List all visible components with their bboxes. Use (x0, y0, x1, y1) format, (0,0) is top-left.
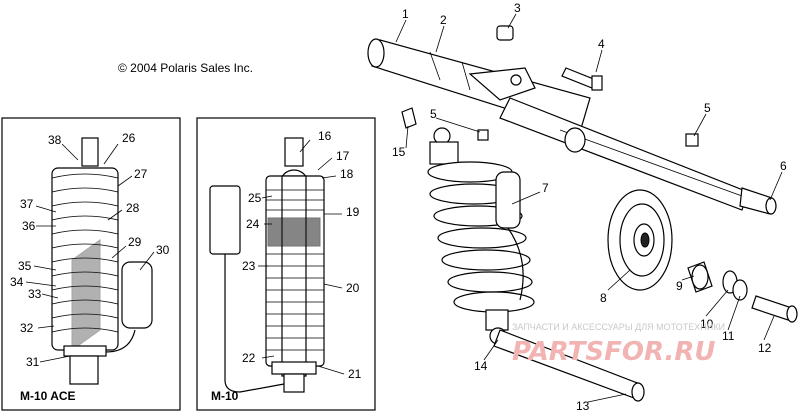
callout-13: 13 (576, 399, 590, 413)
callout-15: 15 (392, 145, 406, 159)
copyright-text: © 2004 Polaris Sales Inc. (118, 61, 253, 75)
nut-3 (496, 25, 514, 41)
upper-arm (367, 38, 777, 215)
panel-m10-frame (196, 117, 376, 411)
callout-25: 25 (248, 191, 262, 205)
panel-m10-ace-title: M-10 ACE (20, 389, 76, 403)
wheel-hardware (687, 261, 798, 323)
callout-6: 6 (780, 159, 787, 173)
callout-1: 1 (402, 7, 409, 21)
callout-9: 9 (676, 279, 683, 293)
callout-36: 36 (22, 219, 36, 233)
m10-shock-drawing (209, 137, 325, 393)
callout-5b: 5 (704, 101, 711, 115)
callout-38: 38 (48, 133, 62, 147)
callout-37: 37 (20, 197, 34, 211)
callout-22: 22 (242, 351, 256, 365)
panel-m10-ace: M-10 ACE (1, 117, 181, 411)
callout-18: 18 (340, 167, 354, 181)
watermark-text: ЗАПЧАСТИ И АКСЕССУАРЫ ДЛЯ МОТОТЕХНИКИ (512, 322, 725, 332)
callout-35: 35 (18, 259, 32, 273)
callout-14: 14 (474, 359, 488, 373)
panel-m10: M-10 (196, 117, 376, 411)
callout-30: 30 (156, 243, 170, 257)
callout-26: 26 (122, 131, 136, 145)
callout-11: 11 (722, 329, 735, 343)
callout-2: 2 (440, 13, 447, 27)
bolt-4 (561, 67, 597, 89)
callout-32: 32 (20, 321, 34, 335)
idler-wheel (607, 189, 673, 291)
callout-33: 33 (28, 287, 42, 301)
callout-21: 21 (348, 367, 362, 381)
bushing-15 (401, 107, 417, 129)
callout-5a: 5 (430, 107, 437, 121)
nut-5a (477, 129, 489, 141)
callout-8: 8 (600, 291, 607, 305)
callout-23: 23 (242, 259, 256, 273)
main-shock (427, 127, 535, 345)
rear-arm-assembly (367, 13, 798, 403)
callout-7: 7 (542, 181, 549, 195)
leader-lines (395, 13, 783, 403)
lower-arm (493, 329, 645, 402)
callout-4: 4 (598, 37, 605, 51)
panel-m10-ace-frame (1, 117, 181, 411)
callout-labels: 1 2 3 4 5 5 6 7 8 9 10 11 12 13 14 15 16… (10, 1, 787, 413)
panel-m10-title: M-10 (211, 389, 239, 403)
watermark: ЗАПЧАСТИ И АКСЕССУАРЫ ДЛЯ МОТОТЕХНИКИ PA… (512, 322, 725, 367)
ace-shock-drawing (51, 137, 153, 385)
callout-16: 16 (318, 129, 332, 143)
callout-27: 27 (134, 167, 148, 181)
callout-24: 24 (246, 217, 260, 231)
callout-29: 29 (128, 235, 142, 249)
callout-3: 3 (514, 1, 521, 15)
callout-12: 12 (758, 341, 772, 355)
callout-10: 10 (700, 317, 714, 331)
nut-5b (685, 133, 699, 147)
panel-leader-lines (25, 139, 345, 375)
callout-20: 20 (346, 281, 360, 295)
watermark-logo: PARTSFOR.RU (512, 337, 715, 367)
hardware (401, 25, 699, 147)
callout-34: 34 (10, 275, 24, 289)
callout-28: 28 (126, 201, 140, 215)
callout-31: 31 (26, 355, 40, 369)
callout-19: 19 (346, 205, 360, 219)
callout-17: 17 (336, 149, 350, 163)
